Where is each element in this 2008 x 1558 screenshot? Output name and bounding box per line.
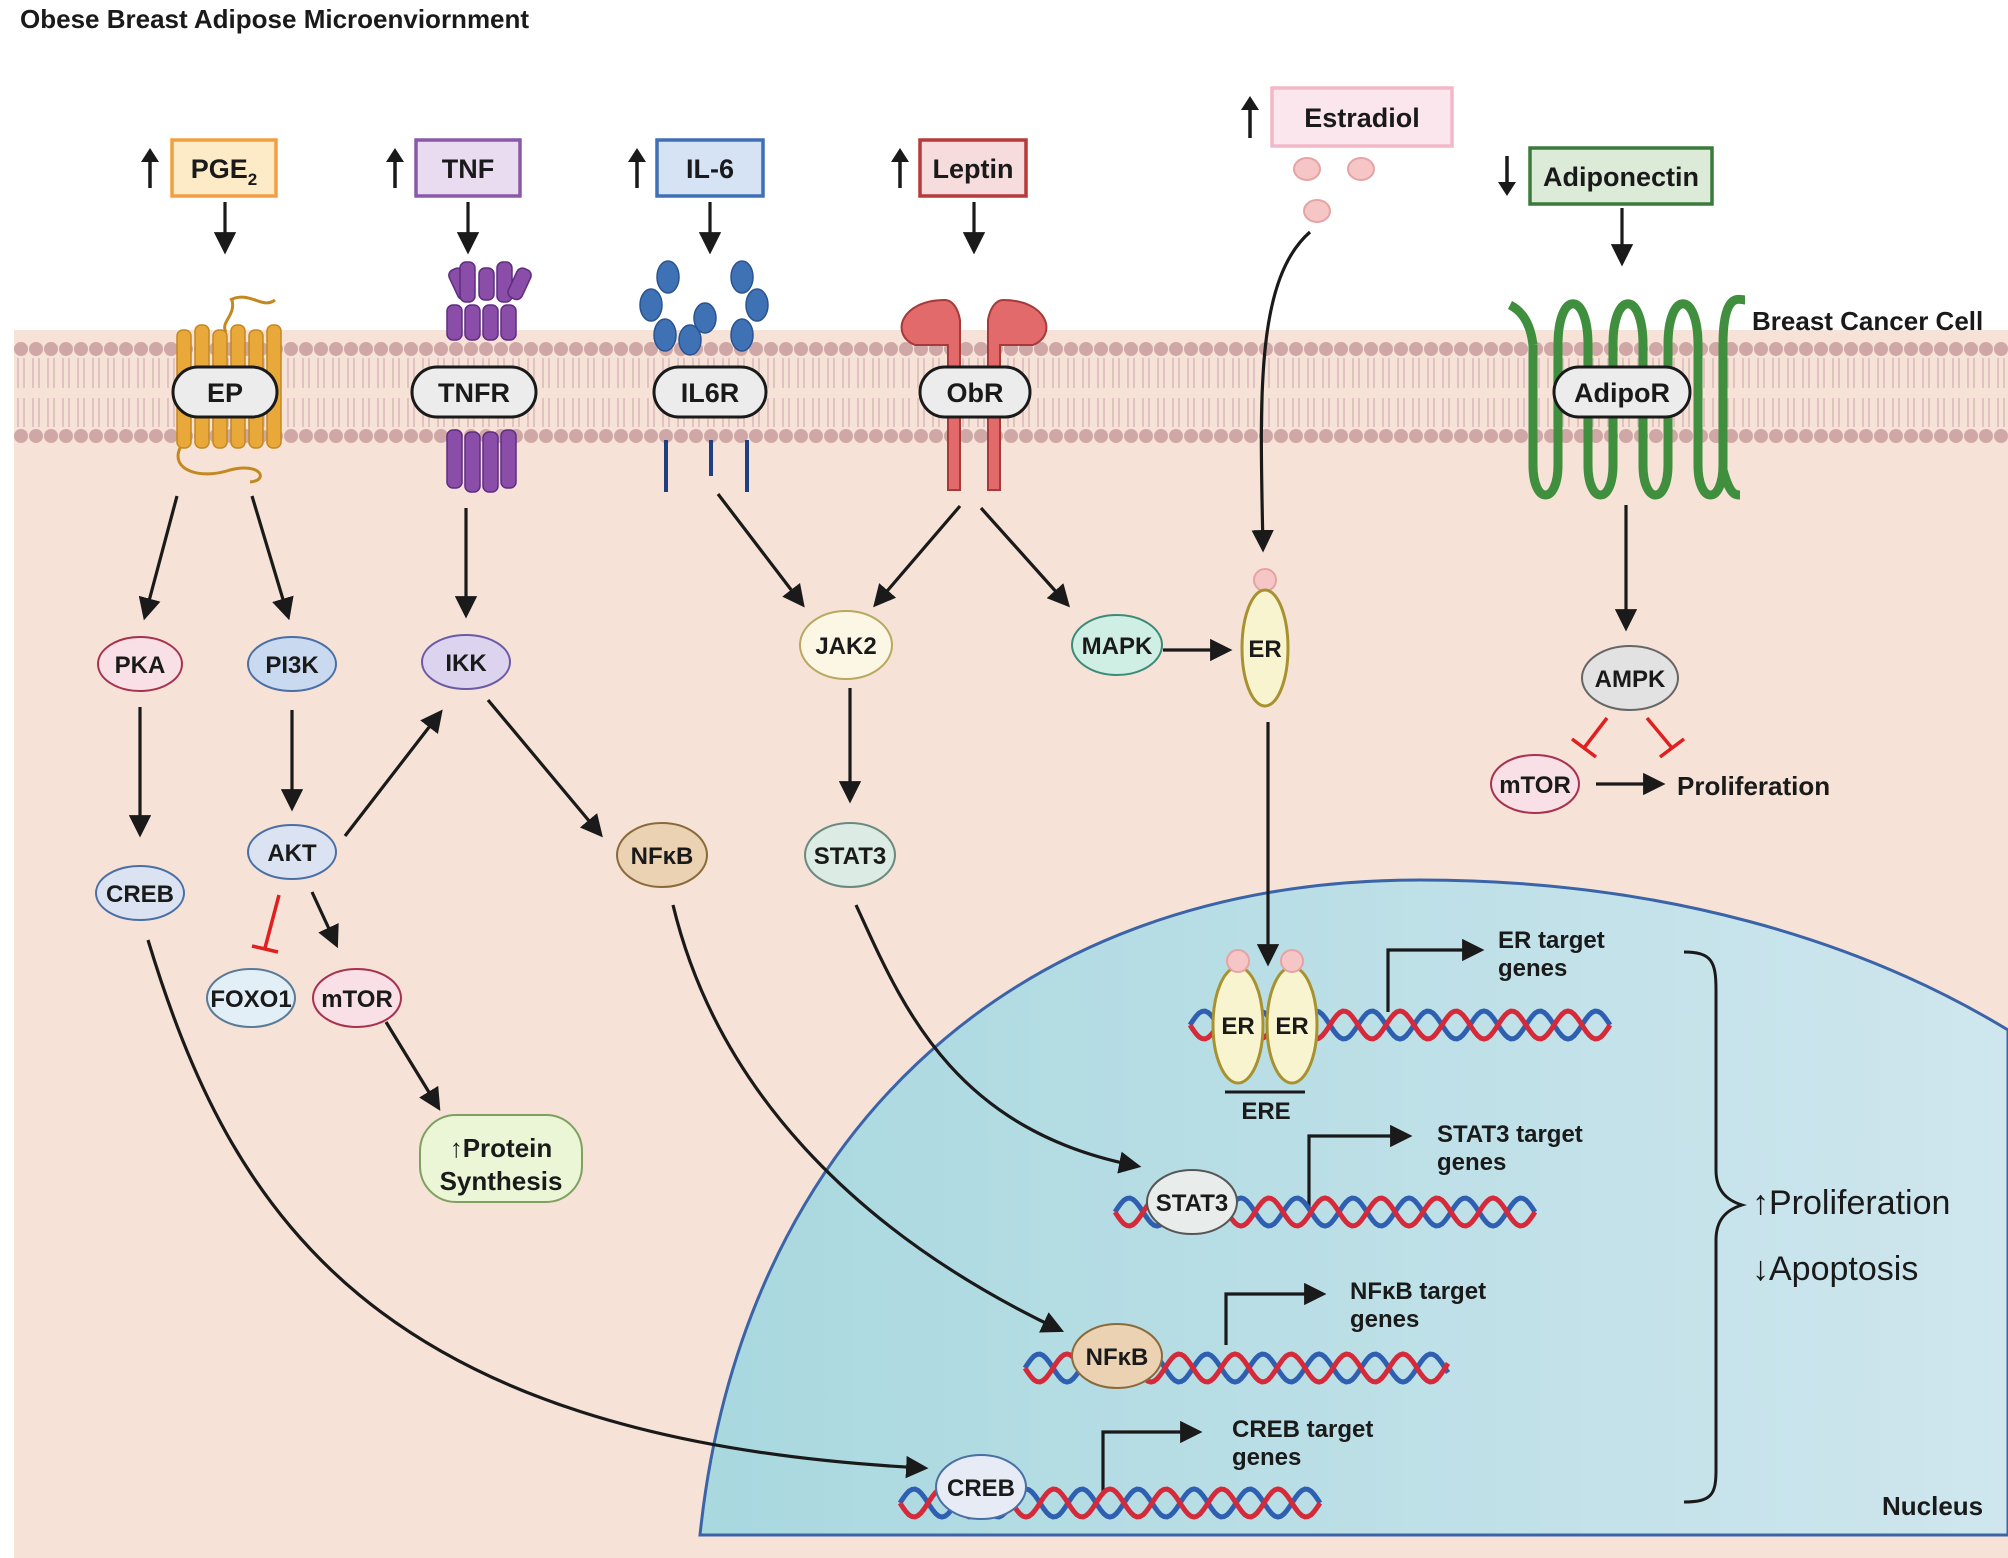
- ligand-pge2: PGE2: [141, 138, 278, 198]
- up-arrow-icon: [891, 148, 909, 188]
- ligand-estradiol: Estradiol: [1241, 86, 1454, 148]
- ligand-label: Adiponectin: [1543, 162, 1699, 192]
- down-arrow-icon: [1498, 156, 1516, 196]
- ligand-adiponectin: Adiponectin: [1498, 146, 1714, 206]
- receptor-ep: EP: [171, 365, 279, 419]
- svg-text:IL6R: IL6R: [681, 378, 740, 408]
- node-label: FOXO1: [210, 986, 291, 1013]
- er-dimer: ER ER ERE: [1211, 949, 1319, 1125]
- receptor-il6r: IL6R: [652, 365, 768, 419]
- node-jak2: JAK2: [799, 610, 893, 680]
- ligand-label: PGE2: [191, 154, 258, 189]
- node-ampk: AMPK: [1581, 645, 1679, 711]
- node-nuc_creb: CREB: [935, 1454, 1027, 1520]
- er-target-line1: ER target: [1498, 927, 1605, 954]
- nucleus-label: Nucleus: [1882, 1491, 1983, 1521]
- signaling-nodes: PKA PI3K IKK JAK2 MAPK AMPK mTOR CREB AKT NFκB STA…: [95, 568, 1830, 1520]
- node-label: AKT: [267, 840, 317, 867]
- node-ikk: IKK: [421, 634, 511, 690]
- up-arrow-icon: [1241, 96, 1259, 138]
- svg-text:ER: ER: [1221, 1013, 1254, 1040]
- ere-label: ERE: [1241, 1098, 1290, 1125]
- creb-target-line1: CREB target: [1232, 1416, 1373, 1443]
- svg-text:EP: EP: [207, 378, 243, 408]
- stat3-target-line2: genes: [1437, 1149, 1506, 1176]
- svg-text:AdipoR: AdipoR: [1574, 378, 1670, 408]
- ligand-label: TNF: [442, 154, 494, 184]
- stat3-target-line1: STAT3 target: [1437, 1121, 1583, 1148]
- tnfr-receptor: [446, 261, 532, 493]
- node-label: mTOR: [1499, 772, 1571, 799]
- node-pi3k: PI3K: [247, 636, 337, 692]
- estradiol-molecules: [1293, 157, 1375, 223]
- cell-label: Breast Cancer Cell: [1752, 306, 1983, 336]
- diagram-title: Obese Breast Adipose Microenviornment: [20, 4, 529, 34]
- ligand-label: Estradiol: [1304, 103, 1420, 133]
- node-mtor_left: mTOR: [312, 968, 402, 1028]
- receptor-obr: ObR: [918, 365, 1032, 419]
- svg-text:↑Protein: ↑Protein: [450, 1133, 553, 1163]
- svg-text:Synthesis: Synthesis: [440, 1166, 563, 1196]
- svg-text:ER: ER: [1275, 1013, 1308, 1040]
- node-label: PKA: [115, 652, 166, 679]
- node-label: CREB: [947, 1475, 1015, 1502]
- adipor-receptor: [1507, 294, 1746, 500]
- node-label: NFκB: [1086, 1344, 1149, 1371]
- node-nfkb: NFκB: [616, 822, 708, 888]
- node-foxo1: FOXO1: [206, 968, 296, 1028]
- node-label: STAT3: [814, 843, 886, 870]
- node-label: JAK2: [815, 633, 876, 660]
- node-pka: PKA: [97, 636, 183, 692]
- node-stat3: STAT3: [804, 822, 896, 888]
- signal-arrows: [128, 202, 1666, 1493]
- inhibition-marks: [251, 716, 1686, 954]
- receptor-tnfr: TNFR: [410, 365, 538, 419]
- node-er: ER: [1240, 568, 1290, 708]
- node-label: AMPK: [1595, 666, 1666, 693]
- node-label: mTOR: [321, 986, 393, 1013]
- nfkb-target-line1: NFκB target: [1350, 1278, 1486, 1305]
- node-label: MAPK: [1082, 633, 1153, 660]
- nfkb-target-line2: genes: [1350, 1306, 1419, 1333]
- node-nuc_stat3: STAT3: [1146, 1169, 1238, 1235]
- up-arrow-icon: [141, 148, 159, 188]
- node-mtor_right: mTOR: [1490, 754, 1580, 814]
- node-akt: AKT: [247, 824, 337, 880]
- target-gene-labels: ER target genes STAT3 target genes NFκB …: [1232, 927, 1605, 1471]
- er-target-line2: genes: [1498, 955, 1567, 982]
- svg-text:ObR: ObR: [947, 378, 1004, 408]
- svg-text:ER: ER: [1248, 636, 1281, 663]
- node-label: CREB: [106, 881, 174, 908]
- node-creb: CREB: [95, 865, 185, 921]
- ligand-label: IL-6: [686, 154, 734, 184]
- creb-target-line2: genes: [1232, 1444, 1301, 1471]
- outcome-apoptosis: ↓Apoptosis: [1752, 1250, 1918, 1288]
- il6r-receptor: [639, 260, 769, 492]
- node-label: IKK: [445, 650, 487, 677]
- receptor-adipor: AdipoR: [1552, 365, 1692, 419]
- node-mapk: MAPK: [1071, 614, 1163, 676]
- outcome-brace: [1683, 950, 1748, 1504]
- ligand-il6: IL-6: [628, 138, 765, 198]
- ligand-tnf: TNF: [386, 138, 522, 198]
- node-label: NFκB: [631, 843, 694, 870]
- up-arrow-icon: [628, 148, 646, 188]
- proliferation-label: Proliferation: [1677, 771, 1830, 801]
- outcome-proliferation: ↑Proliferation: [1752, 1184, 1950, 1222]
- up-arrow-icon: [386, 148, 404, 188]
- ligand-leptin: Leptin: [891, 138, 1028, 198]
- node-label: PI3K: [265, 652, 319, 679]
- node-nuc_nfkb: NFκB: [1071, 1323, 1163, 1389]
- node-label: STAT3: [1156, 1190, 1228, 1217]
- svg-text:TNFR: TNFR: [438, 378, 510, 408]
- ligand-label: Leptin: [933, 154, 1014, 184]
